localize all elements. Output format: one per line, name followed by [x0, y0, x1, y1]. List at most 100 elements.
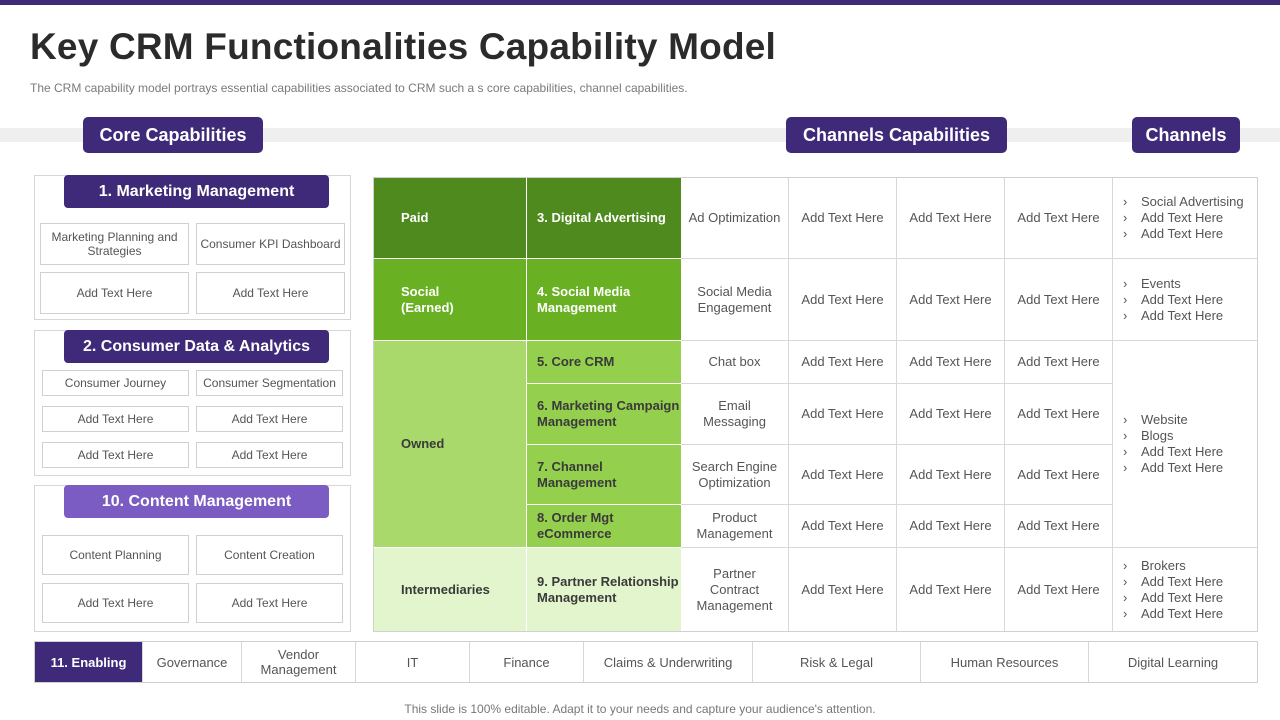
placeholder-cell: Add Text Here — [789, 341, 897, 384]
placeholder-cell: Add Text Here — [1005, 259, 1113, 341]
placeholder-cell: Add Text Here — [897, 384, 1005, 445]
chevron-right-icon: › — [1123, 557, 1128, 573]
footer-note: This slide is 100% editable. Adapt it to… — [404, 702, 876, 716]
placeholder-cell: Add Text Here — [789, 259, 897, 341]
placeholder-cell: Add Text Here — [897, 341, 1005, 384]
channel-list-text: Brokers — [1141, 557, 1186, 573]
enabling-item: Governance — [143, 642, 242, 682]
core-item: Add Text Here — [42, 406, 189, 432]
capability-detail-cell: Ad Optimization — [681, 177, 789, 259]
channel-list-text: Add Text Here — [1141, 605, 1224, 621]
channel-list-item: › Brokers — [1123, 558, 1223, 574]
channel-list-cell: ›Brokers›Add Text Here›Add Text Here›Add… — [1113, 548, 1258, 632]
placeholder-cell: Add Text Here — [789, 384, 897, 445]
channel-category-cell: Social (Earned) — [373, 259, 527, 341]
placeholder-cell: Add Text Here — [897, 177, 1005, 259]
placeholder-cell: Add Text Here — [897, 259, 1005, 341]
capability-cell: 6. Marketing Campaign Management — [527, 384, 681, 445]
channel-list-cell: › Events › Add Text Here › Add Text Here — [1113, 259, 1258, 341]
channel-category-cell: Paid — [373, 177, 527, 259]
channel-list-text: Website — [1141, 412, 1188, 427]
channel-list-item: ›Website — [1123, 412, 1223, 428]
chevron-right-icon: › — [1123, 275, 1128, 291]
consumer-data-title: 2. Consumer Data & Analytics — [64, 330, 329, 363]
channel-list-item: › Add Text Here — [1123, 292, 1223, 308]
channel-list-item: › Add Text Here — [1123, 460, 1223, 476]
channel-list-text: Events — [1141, 275, 1181, 291]
core-capabilities-label: Core Capabilities — [83, 117, 263, 153]
placeholder-cell: Add Text Here — [789, 548, 897, 632]
page-subtitle: The CRM capability model portrays essent… — [30, 81, 688, 95]
channel-list-text: Add Text Here — [1141, 209, 1224, 225]
enabling-item: IT — [356, 642, 470, 682]
enabling-item: Human Resources — [921, 642, 1089, 682]
chevron-right-icon: › — [1123, 428, 1128, 443]
channel-list: ›Brokers›Add Text Here›Add Text Here›Add… — [1123, 558, 1223, 622]
channel-list-text: Add Text Here — [1141, 291, 1224, 307]
channel-list: ›Website›Blogs›Add Text Here›Add Text He… — [1123, 412, 1223, 476]
placeholder-cell: Add Text Here — [1005, 384, 1113, 445]
capability-cell: 5. Core CRM — [527, 341, 681, 384]
core-item: Marketing Planning and Strategies — [40, 223, 189, 265]
placeholder-cell: Add Text Here — [789, 505, 897, 548]
placeholder-cell: Add Text Here — [1005, 445, 1113, 505]
capability-cell: 4. Social Media Management — [527, 259, 681, 341]
page-title: Key CRM Functionalities Capability Model — [30, 26, 777, 67]
placeholder-cell: Add Text Here — [1005, 548, 1113, 632]
marketing-management-title: 1. Marketing Management — [64, 175, 329, 208]
channel-list-item: › Blogs — [1123, 428, 1223, 444]
channel-list-cell: ›Social Advertising›Add Text Here›Add Te… — [1113, 177, 1258, 259]
capability-detail-cell: Chat box — [681, 341, 789, 384]
core-item: Add Text Here — [196, 406, 343, 432]
channel-list-item: ›Add Text Here — [1123, 444, 1223, 460]
chevron-right-icon: › — [1123, 307, 1128, 323]
capability-detail-cell: Email Messaging — [681, 384, 789, 445]
top-accent-bar — [0, 0, 1280, 5]
chevron-right-icon: › — [1123, 209, 1128, 225]
channel-list-text: Add Text Here — [1141, 589, 1224, 605]
placeholder-cell: Add Text Here — [897, 505, 1005, 548]
channel-list-item: › Add Text Here — [1123, 308, 1223, 324]
placeholder-cell: Add Text Here — [1005, 341, 1113, 384]
capability-detail-cell: Social Media Engagement — [681, 259, 789, 341]
enabling-item: Finance — [470, 642, 584, 682]
capability-cell: 9. Partner Relationship Management — [527, 548, 681, 632]
enabling-item: Digital Learning — [1127, 654, 1219, 670]
core-item: Add Text Here — [40, 272, 189, 314]
chevron-right-icon: › — [1123, 193, 1128, 209]
capability-cell: 7. Channel Management — [527, 445, 681, 505]
channel-category-cell: Owned — [373, 341, 527, 548]
core-item: Consumer Segmentation — [196, 370, 343, 396]
placeholder-cell: Add Text Here — [897, 548, 1005, 632]
chevron-right-icon: › — [1123, 573, 1128, 589]
chevron-right-icon: › — [1123, 605, 1128, 621]
channels-capabilities-label: Channels Capabilities — [786, 117, 1007, 153]
channel-list-text: Add Text Here — [1141, 307, 1224, 323]
placeholder-cell: Add Text Here — [1005, 505, 1113, 548]
channel-list-text: Add Text Here — [1141, 573, 1224, 589]
channel-list-item: › Events — [1123, 276, 1223, 292]
channels-label: Channels — [1132, 117, 1240, 153]
placeholder-cell: Add Text Here — [789, 177, 897, 259]
channel-list-text: Blogs — [1141, 428, 1174, 443]
chevron-right-icon: › — [1123, 291, 1128, 307]
channel-list-text: Add Text Here — [1141, 460, 1224, 475]
core-item: Add Text Here — [196, 583, 343, 623]
capability-detail-cell: Product Management — [681, 505, 789, 548]
chevron-right-icon: › — [1123, 460, 1128, 475]
placeholder-cell: Add Text Here — [897, 445, 1005, 505]
channel-list-item: ›Add Text Here — [1123, 590, 1223, 606]
core-item: Add Text Here — [196, 442, 343, 468]
core-item: Consumer KPI Dashboard — [196, 223, 345, 265]
channel-list-cell: ›Website›Blogs›Add Text Here›Add Text He… — [1113, 341, 1258, 548]
enabling-item: Claims & Underwriting — [584, 642, 753, 682]
chevron-right-icon: › — [1123, 225, 1128, 241]
channel-list-item: › Add Text Here — [1123, 606, 1223, 622]
capability-detail-cell: Search Engine Optimization — [681, 445, 789, 505]
enabling-title: 11. Enabling — [35, 642, 143, 682]
placeholder-cell: Add Text Here — [1005, 177, 1113, 259]
core-item: Content Creation — [196, 535, 343, 575]
content-management-title: 10. Content Management — [64, 485, 329, 518]
